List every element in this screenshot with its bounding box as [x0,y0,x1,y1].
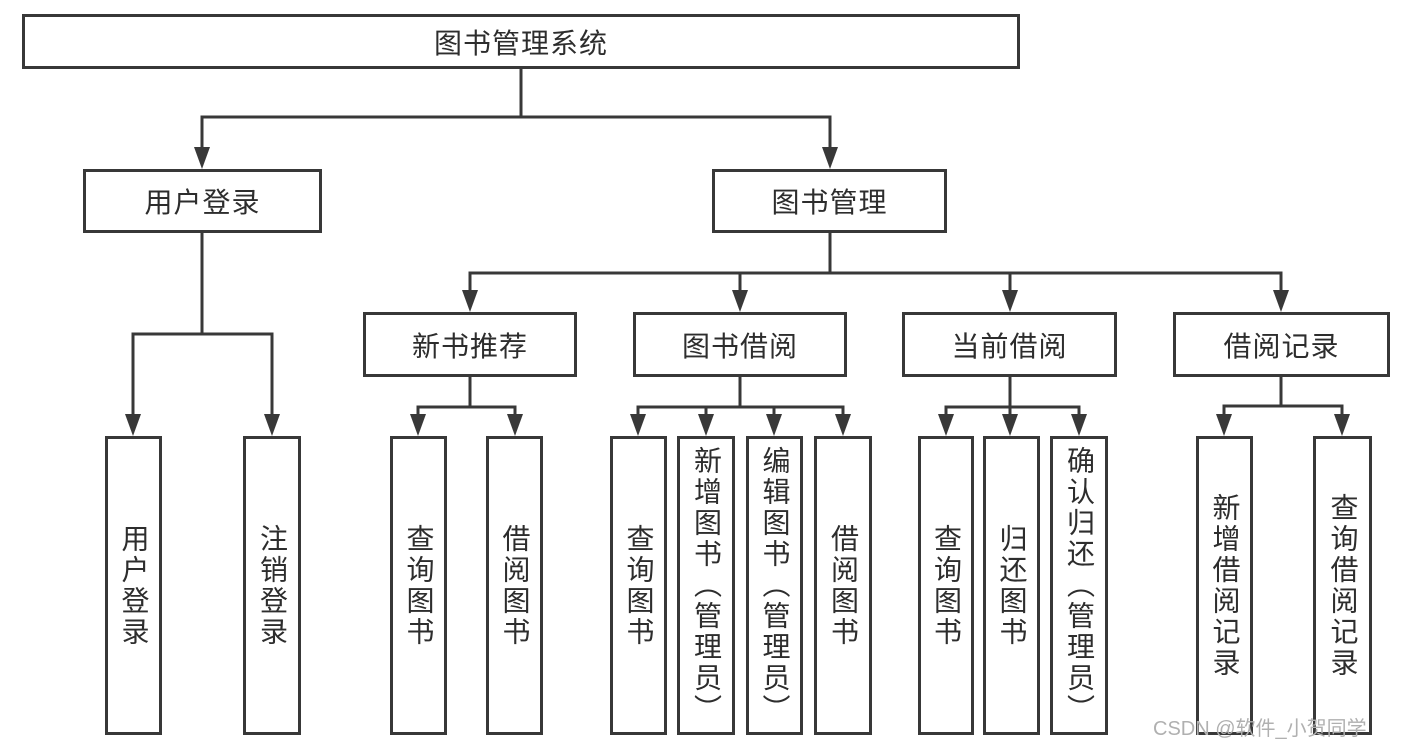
leaf-add-borrow-record: 新增借阅记录 [1196,436,1253,735]
watermark: CSDN @软件_小贺同学 [1153,718,1367,740]
leaf-label: 借阅图书 [499,523,531,648]
node-label: 当前借阅 [951,330,1068,362]
node-label: 图书管理系统 [433,27,608,59]
leaf-label: 查询图书 [623,523,655,648]
node-current-borrow: 当前借阅 [902,312,1117,377]
connector-new-book-recommend-to-leaves [410,377,523,436]
leaf-confirm-return-admin: 确认归还（管理员） [1050,436,1108,735]
node-borrow-records: 借阅记录 [1173,312,1390,377]
node-user-login: 用户登录 [83,169,322,233]
connector-root-to-level2 [194,69,838,169]
leaf-label: 新增图书（管理员） [691,446,722,725]
node-label: 图书借阅 [681,330,798,362]
leaf-current-query-books: 查询图书 [918,436,974,735]
leaf-borrow-books: 借阅图书 [814,436,872,735]
leaf-label: 确认归还（管理员） [1064,446,1095,725]
node-label: 借阅记录 [1223,330,1340,362]
leaf-logout: 注销登录 [243,436,301,735]
node-label: 用户登录 [144,187,261,218]
leaf-query-borrow-record: 查询借阅记录 [1313,436,1372,735]
node-book-borrow: 图书借阅 [633,312,847,377]
leaf-borrow-query-books: 查询图书 [610,436,667,735]
connector-book-borrow-to-leaves [630,377,851,436]
leaf-edit-book-admin: 编辑图书（管理员） [746,436,803,735]
node-library-management-system: 图书管理系统 [22,14,1020,69]
leaf-label: 查询图书 [403,523,435,648]
leaf-recommend-borrow-books: 借阅图书 [486,436,543,735]
leaf-label: 查询借阅记录 [1327,492,1359,679]
connector-borrow-records-to-leaves [1216,377,1350,436]
leaf-label: 查询图书 [931,523,962,648]
leaf-return-books: 归还图书 [983,436,1040,735]
leaf-label: 用户登录 [118,523,150,648]
connector-book-management-to-level3 [462,233,1289,312]
connector-current-borrow-to-leaves [938,377,1087,436]
leaf-label: 归还图书 [996,523,1028,648]
node-new-book-recommend: 新书推荐 [363,312,577,377]
leaf-add-book-admin: 新增图书（管理员） [677,436,735,735]
leaf-recommend-query-books: 查询图书 [390,436,447,735]
leaf-label: 注销登录 [257,523,288,648]
leaf-label: 借阅图书 [828,523,859,648]
node-label: 图书管理 [771,187,888,218]
node-label: 新书推荐 [411,330,528,362]
leaf-label: 编辑图书（管理员） [759,446,791,725]
connector-user-login-to-leaves [125,233,280,436]
leaf-user-login: 用户登录 [105,436,162,735]
leaf-label: 新增借阅记录 [1209,492,1241,679]
node-book-management: 图书管理 [712,169,947,233]
